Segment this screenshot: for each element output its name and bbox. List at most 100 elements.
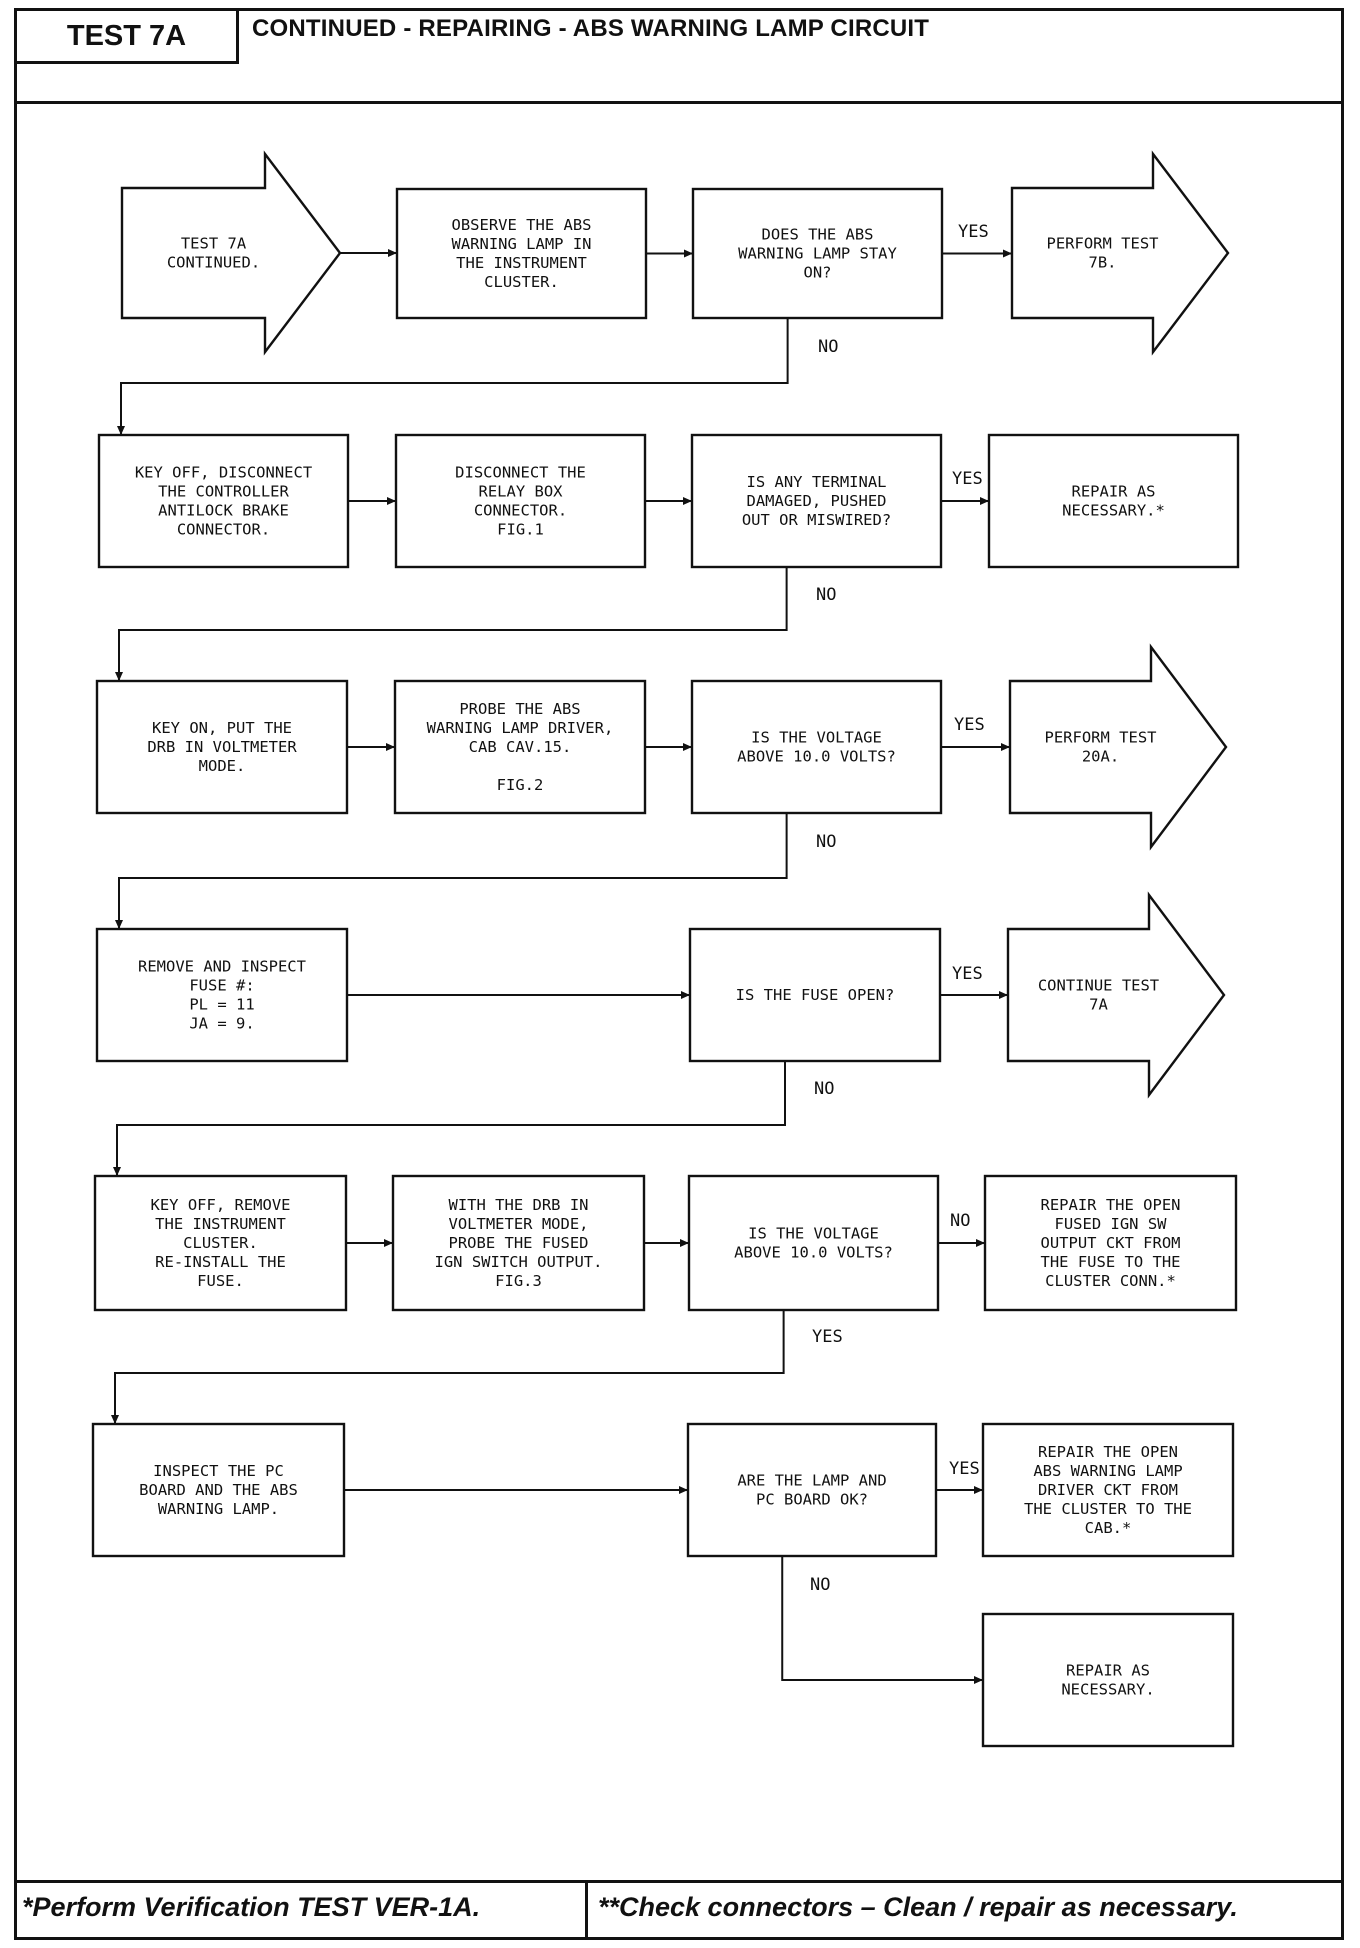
- node-text-line: KEY OFF, DISCONNECT: [135, 464, 312, 482]
- node-text-line: ABOVE 10.0 VOLTS?: [734, 1244, 893, 1262]
- flow-connector: [113, 1061, 786, 1176]
- edge-label-q4_no: NO: [814, 1079, 834, 1099]
- edge-label-q5_yes: YES: [812, 1327, 843, 1347]
- node-text-line: REPAIR THE OPEN: [1038, 1443, 1178, 1461]
- arrow-shape: [1006, 891, 1226, 1099]
- footer-note-verification: *Perform Verification TEST VER-1A.: [22, 1892, 481, 1922]
- flow-connector: [111, 1310, 785, 1424]
- node-text-line: IS ANY TERMINAL: [747, 473, 887, 491]
- node-text-line: REMOVE AND INSPECT: [138, 958, 306, 976]
- edge-label-q6_no: NO: [810, 1575, 830, 1595]
- box-shape: [93, 1174, 348, 1312]
- node-text-line: CONNECTOR.: [474, 502, 567, 520]
- edge-label-q3_no: NO: [816, 832, 836, 852]
- box-shape: [688, 927, 942, 1063]
- box-shape: [981, 1422, 1235, 1558]
- node-text-line: OUTPUT CKT FROM: [1041, 1234, 1181, 1252]
- box-shape: [686, 1422, 938, 1558]
- node-text-line: CONNECTOR.: [177, 521, 270, 539]
- node-text-line: REPAIR AS: [1072, 483, 1156, 501]
- box-shape: [393, 679, 647, 815]
- node-text-line: CAB.*: [1085, 1519, 1132, 1537]
- box-shape: [983, 1174, 1238, 1312]
- node-text-line: PL = 11: [189, 996, 254, 1014]
- node-text-line: TEST 7A: [181, 235, 247, 253]
- node-text-line: OBSERVE THE ABS: [452, 216, 592, 234]
- node-text-line: IS THE VOLTAGE: [751, 729, 882, 747]
- edge-label-q2_no: NO: [816, 585, 836, 605]
- node-text-line: VOLTMETER MODE,: [449, 1215, 589, 1233]
- box-shape: [690, 679, 943, 815]
- box-shape: [981, 1612, 1235, 1748]
- node-text-line: ARE THE LAMP AND: [737, 1472, 886, 1490]
- node-text-line: NECESSARY.: [1061, 1681, 1154, 1699]
- node-text-line: NECESSARY.*: [1062, 502, 1165, 520]
- node-text-line: CLUSTER CONN.*: [1045, 1272, 1176, 1290]
- node-text-line: DRIVER CKT FROM: [1038, 1481, 1178, 1499]
- node-text-line: JA = 9.: [189, 1015, 254, 1033]
- node-text-line: THE INSTRUMENT: [456, 254, 587, 272]
- node-text-line: IS THE FUSE OPEN?: [736, 986, 895, 1004]
- flow-connector: [115, 567, 788, 681]
- node-text-line: FUSED IGN SW: [1055, 1215, 1168, 1233]
- page-frame: [14, 8, 1344, 1940]
- node-text-line: WARNING LAMP IN: [452, 235, 592, 253]
- node-text-line: FIG.3: [495, 1272, 542, 1290]
- box-shape: [391, 1174, 646, 1312]
- box-shape: [690, 433, 943, 569]
- node-text-line: CLUSTER.: [484, 273, 559, 291]
- node-text-line: ABS WARNING LAMP: [1033, 1462, 1182, 1480]
- flow-connector: [117, 318, 789, 435]
- flow-connector: [115, 813, 788, 929]
- node-text-line: REPAIR AS: [1066, 1662, 1150, 1680]
- node-text-line: CLUSTER.: [183, 1234, 258, 1252]
- node-text-line: CAB CAV.15.: [469, 738, 572, 756]
- node-text-line: PROBE THE FUSED: [449, 1234, 589, 1252]
- node-text-line: OUT OR MISWIRED?: [742, 511, 891, 529]
- box-shape: [91, 1422, 346, 1558]
- node-text-line: THE INSTRUMENT: [155, 1215, 286, 1233]
- node-text-line: ON?: [804, 264, 832, 282]
- box-shape: [95, 927, 349, 1063]
- footer-divider: [585, 1880, 588, 1940]
- node-text-line: DOES THE ABS: [762, 226, 874, 244]
- flow-connector: [781, 1556, 983, 1684]
- box-shape: [95, 679, 349, 815]
- edge-label-q2_yes: YES: [952, 469, 983, 489]
- node-text-line: INSPECT THE PC: [153, 1462, 284, 1480]
- node-text-line: PC BOARD OK?: [756, 1491, 868, 1509]
- node-text-line: DAMAGED, PUSHED: [747, 492, 887, 510]
- node-text-line: 20A.: [1082, 748, 1119, 766]
- box-shape: [987, 433, 1240, 569]
- node-text-line: CONTINUE TEST: [1038, 977, 1159, 995]
- node-text-line: WARNING LAMP DRIVER,: [427, 719, 614, 737]
- arrow-shape: [1008, 643, 1228, 851]
- box-shape: [394, 433, 647, 569]
- node-text-line: FIG.1: [497, 521, 544, 539]
- box-shape: [691, 187, 944, 320]
- node-text-line: 7B.: [1089, 254, 1117, 272]
- edge-label-q1_no: NO: [818, 337, 838, 357]
- header-row: [14, 8, 1344, 104]
- test-id-box: TEST 7A: [17, 11, 239, 64]
- arrow-shape: [1010, 150, 1230, 356]
- arrow-shape: [120, 150, 342, 356]
- node-text-line: PERFORM TEST: [1045, 729, 1157, 747]
- edge-label-q6_yes: YES: [949, 1459, 980, 1479]
